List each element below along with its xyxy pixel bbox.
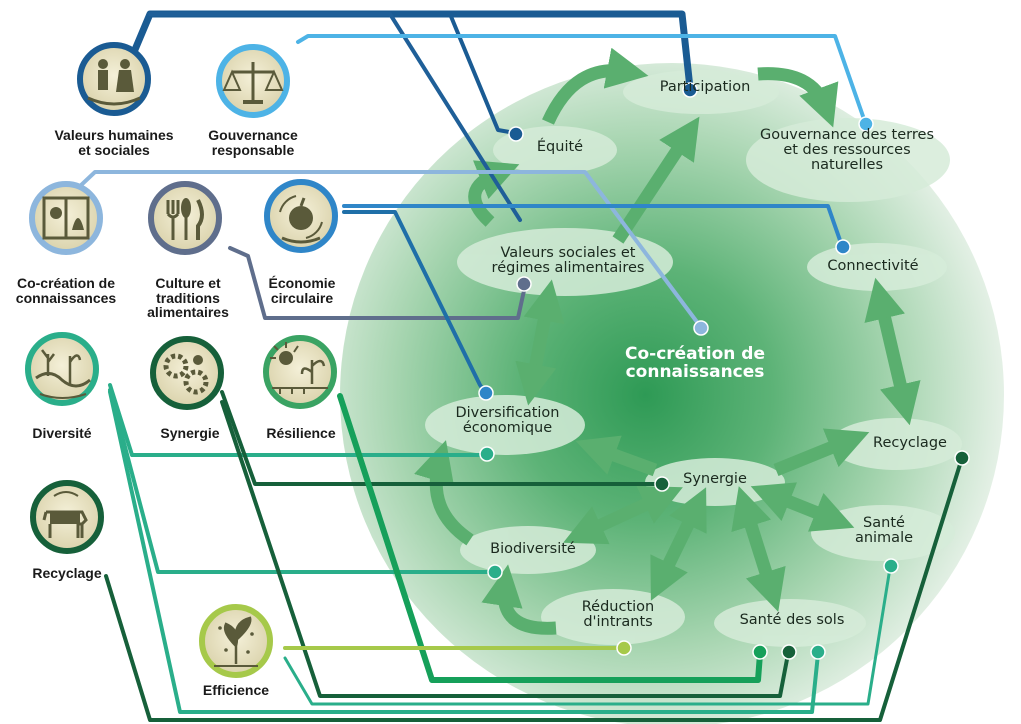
label-valeurs-humaines: Valeurs humaines et sociales: [54, 127, 174, 158]
line-cocreation-to-center: [76, 170, 702, 328]
label-resilience: Résilience: [266, 425, 336, 441]
line-synergie-to-synergie: [220, 390, 662, 486]
dot-equite: [508, 126, 524, 142]
dot-sante-animale: [883, 558, 899, 574]
line-gouvernance-to-gouvernance-terres: [296, 34, 867, 124]
dot-sante-sols-2: [781, 644, 797, 660]
dot-reduction: [616, 640, 632, 656]
dot-synergie: [654, 476, 670, 492]
arrow-synergie-sante-sols: [731, 486, 786, 612]
line-valeurs-to-equite: [148, 12, 517, 135]
label-cocreation: Co-création de connaissances: [15, 275, 117, 306]
gouvernance-icon: [216, 44, 290, 118]
economie-circulaire-icon: [264, 179, 338, 253]
line-recyclage-to-recyclage: [104, 456, 964, 722]
oval-equite: [493, 126, 617, 174]
outcome-ovals: [425, 70, 962, 647]
dot-center: [693, 320, 709, 336]
arrow-reduction-biodiversite: [481, 564, 557, 635]
oval-participation: [623, 70, 779, 114]
connector-lines: [76, 10, 964, 722]
dot-gouvernance-terres: [858, 116, 874, 132]
cocreation-icon: [29, 181, 103, 255]
label-equite: Équité: [536, 139, 584, 155]
label-culture-traditions: Culture et traditions alimentaires: [147, 275, 229, 321]
arrow-connectivite-recyclage: [864, 277, 921, 426]
oval-valeurs: [457, 228, 673, 296]
label-biodiversite: Biodiversité: [490, 541, 576, 557]
label-economie-circulaire: Économie circulaire: [268, 275, 336, 306]
oval-diversification: [425, 395, 585, 455]
oval-biodiversite: [460, 526, 596, 574]
line-diversite-to-biodiversite: [108, 388, 495, 574]
line-diversite-to-sante-sols: [108, 390, 820, 714]
label-diversite: Diversité: [32, 425, 92, 441]
dot-recyclage: [954, 450, 970, 466]
line-valeurs-to-valeurs-sociales: [148, 12, 522, 222]
efficience-icon: [199, 604, 273, 678]
arrow-participation-gouvernance: [757, 67, 839, 128]
label-sante-animale: Santé animale: [854, 515, 914, 547]
valeurs-humaines-icon: [77, 42, 151, 116]
label-recyclage-outcome: Recyclage: [873, 435, 947, 451]
dot-biodiversite: [487, 564, 503, 580]
synergie-icon: [150, 336, 224, 410]
label-connectivite: Connectivité: [827, 258, 919, 274]
dot-diversification-2: [479, 446, 495, 462]
line-efficience-to-sante-animale: [283, 566, 892, 706]
line-economie-to-connectivite: [342, 204, 844, 248]
element-icons: [25, 42, 338, 678]
oval-reduction: [541, 589, 685, 645]
flow-arrows: [414, 47, 921, 635]
label-synergie-outcome: Synergie: [683, 471, 747, 487]
line-resilience-to-sante-sols: [337, 393, 763, 683]
arrow-synergie-recyclage: [773, 428, 870, 477]
arrow-synergie-reduction: [650, 487, 707, 601]
diversite-icon: [25, 332, 99, 406]
label-reduction-intrants: Réduction d'intrants: [581, 599, 655, 631]
label-sante-sols: Santé des sols: [739, 612, 845, 628]
connector-dots: [478, 82, 970, 660]
oval-gouvernance: [746, 118, 950, 202]
line-diversite-to-diversification: [108, 383, 487, 457]
label-efficience: Efficience: [202, 682, 270, 698]
line-culture-to-valeurs: [228, 246, 527, 320]
arrow-biodiversite-diversification: [414, 440, 474, 546]
arrow-valeurs-participation: [612, 116, 700, 244]
line-synergie-to-sante-sols: [220, 400, 790, 698]
dot-sante-sols-1: [752, 644, 768, 660]
label-valeurs-regimes: Valeurs sociales et régimes alimentaires: [491, 245, 645, 277]
recyclage-icon: [30, 480, 104, 554]
arrow-synergie-biodiversite: [563, 485, 683, 545]
label-center: Co-création de connaissances: [624, 344, 766, 382]
arrow-synergie-diversification: [575, 435, 658, 477]
resilience-icon: [263, 335, 337, 409]
label-recyclage: Recyclage: [32, 565, 102, 581]
dot-diversification-1: [478, 385, 494, 401]
label-gouvernance-responsable: Gouvernance responsable: [208, 127, 298, 158]
dot-valeurs-sociales: [516, 276, 532, 292]
culture-icon: [148, 181, 222, 255]
dot-sante-sols-3: [810, 644, 826, 660]
label-diversification-economique: Diversification économique: [455, 405, 560, 437]
dot-participation: [682, 82, 698, 98]
arrow-valeurs-diversification: [515, 279, 565, 406]
label-synergie: Synergie: [160, 425, 220, 441]
label-participation: Participation: [659, 79, 751, 95]
arrow-equite-participation: [542, 47, 649, 125]
dot-connectivite: [835, 239, 851, 255]
label-gouvernance-terres: Gouvernance des terres et des ressources…: [760, 127, 934, 174]
